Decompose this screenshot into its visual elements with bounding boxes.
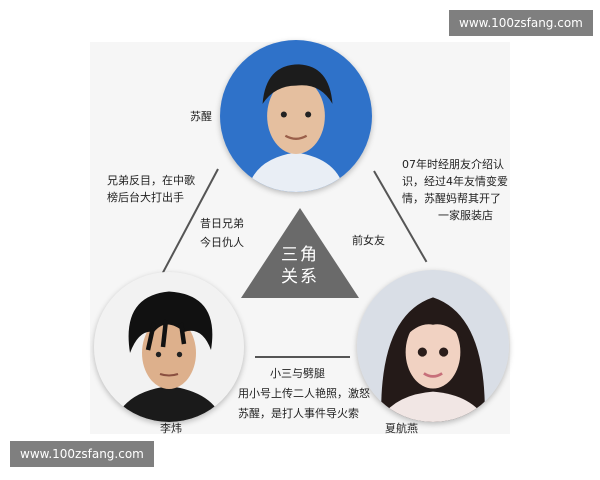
watermark-top: www.100zsfang.com xyxy=(449,10,593,36)
relation-bottom: 小三与劈腿 用小号上传二人艳照，激怒 苏醒，是打人事件导火索 xyxy=(238,367,370,420)
relation-top-right: 07年时经朋友介绍认 识，经过4年友情变爱 情，苏醒妈帮其开了 一家服装店 xyxy=(402,158,508,222)
name-top: 苏醒 xyxy=(190,110,212,123)
name-right: 夏航燕 xyxy=(385,422,418,435)
name-left: 李炜 xyxy=(160,422,182,435)
relation-top-right-inner: 前女友 xyxy=(352,234,385,247)
center-triangle xyxy=(241,208,359,298)
portrait-top xyxy=(220,40,372,192)
relation-top-left-inner: 昔日兄弟 今日仇人 xyxy=(200,217,244,249)
portrait-left xyxy=(94,272,244,422)
center-label: 三角 关系 xyxy=(281,245,319,287)
portrait-left-image xyxy=(94,272,244,422)
portrait-top-image xyxy=(220,40,372,192)
portrait-right xyxy=(357,270,509,422)
connector-bottom xyxy=(255,356,350,358)
portrait-right-image xyxy=(357,270,509,422)
watermark-bottom: www.100zsfang.com xyxy=(10,441,154,467)
relation-top-left: 兄弟反目，在中歌 榜后台大打出手 xyxy=(107,174,195,204)
